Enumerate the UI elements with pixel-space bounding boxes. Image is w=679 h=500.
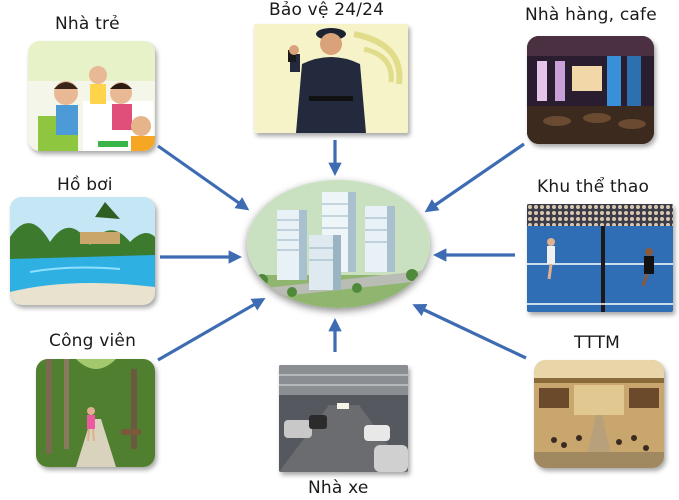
label-sports: Khu thể thao (537, 177, 650, 197)
sports-court-image (527, 204, 673, 312)
arrow-park (157, 297, 266, 362)
label-pool: Hồ bơi (57, 175, 113, 195)
shopping-mall-image (534, 360, 664, 468)
nursery-image (28, 41, 155, 151)
swimming-pool-image (10, 197, 155, 305)
label-parking: Nhà xe (308, 478, 369, 498)
security-guard-image (254, 24, 408, 133)
label-restaurant: Nhà hàng, cafe (525, 5, 657, 25)
label-mall: TTTM (574, 333, 621, 353)
parking-garage-image (279, 365, 408, 472)
label-park: Công viên (49, 331, 137, 351)
arrow-mall (412, 303, 527, 360)
label-nursery: Nhà trẻ (55, 14, 120, 34)
arrow-restaurant (424, 142, 525, 213)
arrow-nursery (157, 144, 250, 211)
apartment-complex-image (247, 180, 430, 308)
restaurant-cafe-image (527, 36, 654, 144)
label-security: Bảo vệ 24/24 (269, 0, 385, 20)
park-image (36, 359, 155, 467)
